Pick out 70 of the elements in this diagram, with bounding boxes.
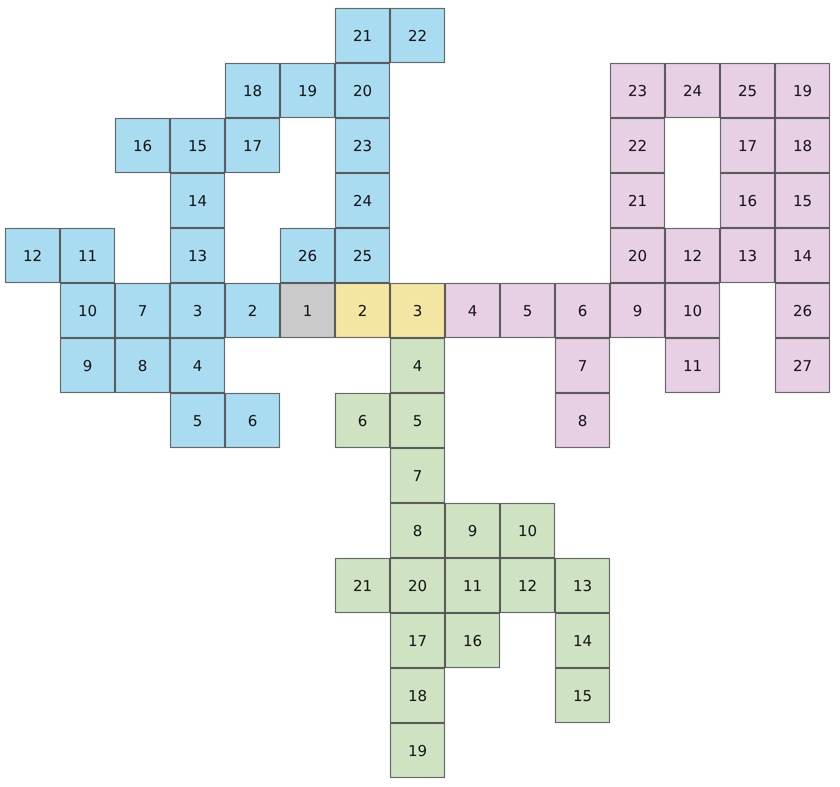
puzzle-piece: 1: [280, 283, 335, 338]
puzzle-piece: 23: [610, 63, 665, 118]
puzzle-piece: 20: [335, 63, 390, 118]
puzzle-piece: 11: [445, 558, 500, 613]
puzzle-piece: 14: [170, 173, 225, 228]
puzzle-piece: 23: [335, 118, 390, 173]
puzzle-piece: 24: [665, 63, 720, 118]
puzzle-piece: 15: [775, 173, 830, 228]
puzzle-piece: 14: [555, 613, 610, 668]
puzzle-piece: 10: [60, 283, 115, 338]
puzzle-piece: 7: [555, 338, 610, 393]
puzzle-piece: 11: [60, 228, 115, 283]
puzzle-piece: 13: [720, 228, 775, 283]
puzzle-piece: 8: [555, 393, 610, 448]
puzzle-piece: 21: [335, 8, 390, 63]
puzzle-piece: 16: [115, 118, 170, 173]
puzzle-piece: 4: [445, 283, 500, 338]
puzzle-piece: 11: [665, 338, 720, 393]
puzzle-piece: 10: [500, 503, 555, 558]
puzzle-piece: 18: [775, 118, 830, 173]
puzzle-piece: 17: [720, 118, 775, 173]
puzzle-piece: 18: [225, 63, 280, 118]
puzzle-piece: 20: [390, 558, 445, 613]
puzzle-piece: 13: [555, 558, 610, 613]
puzzle-piece: 19: [280, 63, 335, 118]
puzzle-piece: 3: [390, 283, 445, 338]
puzzle-piece: 5: [170, 393, 225, 448]
puzzle-piece: 21: [335, 558, 390, 613]
puzzle-piece: 4: [170, 338, 225, 393]
puzzle-piece: 8: [390, 503, 445, 558]
puzzle-piece: 7: [115, 283, 170, 338]
puzzle-piece: 7: [390, 448, 445, 503]
puzzle-piece: 25: [720, 63, 775, 118]
puzzle-piece: 13: [170, 228, 225, 283]
puzzle-piece: 5: [500, 283, 555, 338]
puzzle-piece: 8: [115, 338, 170, 393]
puzzle-piece: 14: [775, 228, 830, 283]
puzzle-piece: 6: [555, 283, 610, 338]
puzzle-piece: 18: [390, 668, 445, 723]
puzzle-piece: 15: [555, 668, 610, 723]
puzzle-piece: 12: [665, 228, 720, 283]
puzzle-piece: 15: [170, 118, 225, 173]
puzzle-piece: 22: [610, 118, 665, 173]
puzzle-piece: 9: [60, 338, 115, 393]
puzzle-piece: 9: [610, 283, 665, 338]
puzzle-piece: 17: [390, 613, 445, 668]
puzzle-piece: 6: [335, 393, 390, 448]
puzzle-piece: 10: [665, 283, 720, 338]
puzzle-piece: 2: [335, 283, 390, 338]
puzzle-piece: 27: [775, 338, 830, 393]
puzzle-piece: 2: [225, 283, 280, 338]
puzzle-piece: 6: [225, 393, 280, 448]
puzzle-piece: 9: [445, 503, 500, 558]
puzzle-piece: 3: [170, 283, 225, 338]
puzzle-piece: 19: [775, 63, 830, 118]
puzzle-piece: 22: [390, 8, 445, 63]
puzzle-piece: 12: [500, 558, 555, 613]
puzzle-piece: 25: [335, 228, 390, 283]
puzzle-piece: 19: [390, 723, 445, 778]
puzzle-piece: 12: [5, 228, 60, 283]
puzzle-piece: 17: [225, 118, 280, 173]
puzzle-piece: 26: [775, 283, 830, 338]
puzzle-piece: 16: [445, 613, 500, 668]
puzzle-piece: 5: [390, 393, 445, 448]
puzzle-piece: 26: [280, 228, 335, 283]
puzzle-piece: 24: [335, 173, 390, 228]
puzzle-piece: 20: [610, 228, 665, 283]
puzzle-piece: 4: [390, 338, 445, 393]
puzzle-piece: 16: [720, 173, 775, 228]
puzzle-piece: 21: [610, 173, 665, 228]
